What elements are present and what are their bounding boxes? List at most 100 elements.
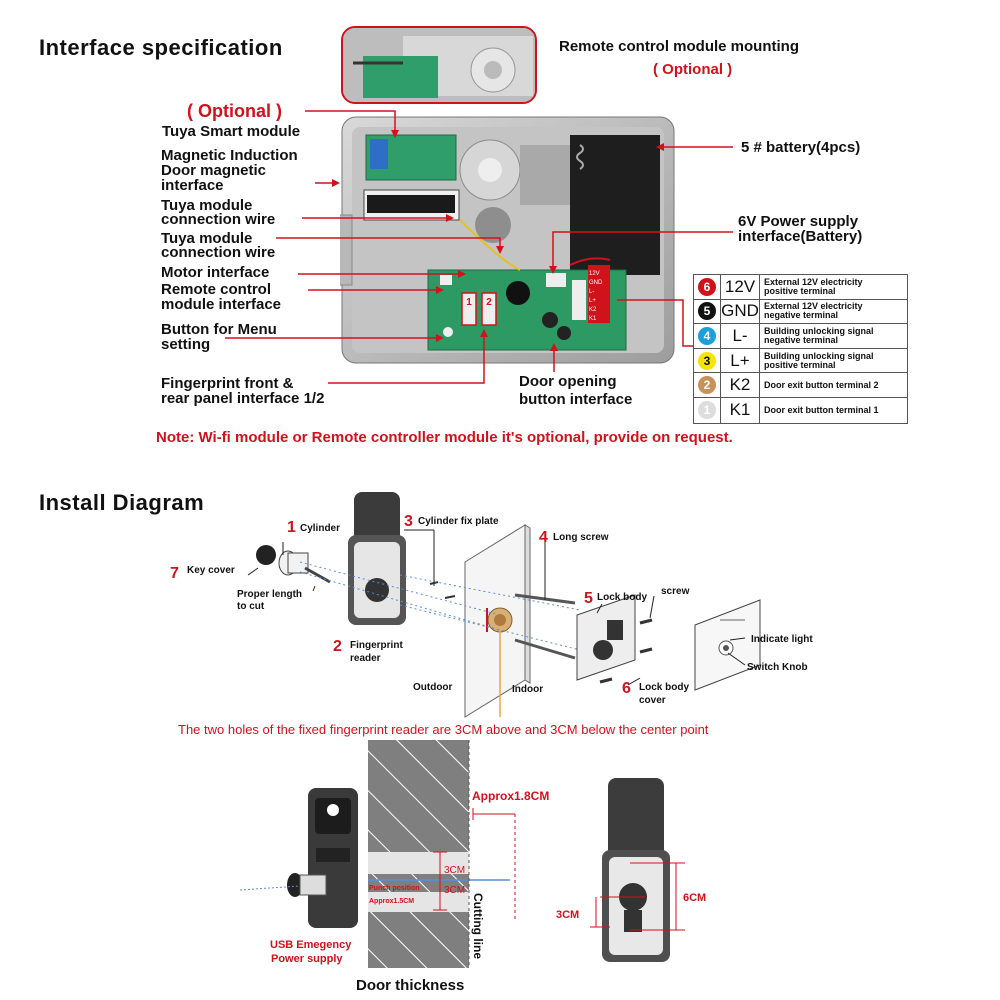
part-2-label-1: Fingerprint [350, 640, 403, 651]
label-magnetic-3: interface [161, 177, 224, 194]
board-term-lplus: L+ [589, 298, 596, 304]
part-3-label: Cylinder fix plate [418, 516, 499, 527]
switch-knob-label: Switch Knob [747, 662, 808, 673]
label-tuya-smart: Tuya Smart module [162, 123, 301, 140]
part-6-label-1: Lock body [639, 682, 690, 693]
dim-right-3cm: 3CM [556, 909, 580, 921]
interface-title: Interface specification [39, 35, 283, 60]
board-term-k2: K2 [589, 307, 597, 313]
label-tuya-wire1-1: Tuya module [161, 197, 253, 214]
label-door-open-2: button interface [519, 391, 633, 408]
board-term-gnd: GND [589, 280, 603, 286]
terminal-desc: Door exit button terminal 1 [764, 404, 879, 415]
label-magnetic-1: Magnetic Induction [161, 147, 298, 164]
terminal-row: 2 K2 Door exit button terminal 2 [694, 373, 907, 398]
part-2-label-2: reader [350, 653, 381, 664]
part-6-label-2: cover [639, 695, 666, 706]
terminal-code: GND [720, 299, 760, 324]
label-power-2: interface(Battery) [738, 228, 863, 245]
part-1-label: Cylinder [300, 523, 341, 534]
terminal-code: K1 [720, 397, 760, 423]
board-port-1: 1 [466, 297, 472, 308]
part-4-label: Long screw [553, 532, 609, 543]
dim-approx15: Approx1.5CM [369, 898, 415, 905]
indicate-light-label: Indicate light [751, 634, 813, 645]
install-exploded-view [247, 492, 761, 718]
terminal-row: 1 K1 Door exit button terminal 1 [694, 397, 907, 423]
label-door-open-1: Door opening [519, 373, 617, 390]
proper-length-label-2: to cut [237, 601, 265, 612]
label-power-1: 6V Power supply [738, 213, 859, 230]
install-title: Install Diagram [39, 490, 205, 515]
lock-body-shape [576, 594, 636, 681]
part-4-number: 4 [539, 529, 548, 546]
label-magnetic-2: Door magnetic [161, 162, 267, 179]
part-5-number: 5 [584, 590, 593, 607]
label-remote-1: Remote control [161, 281, 272, 298]
board-term-lminus: L- [589, 289, 594, 295]
terminal-code: L+ [720, 348, 760, 373]
remote-mount-drawing [343, 28, 535, 102]
dim-right-6cm: 6CM [683, 892, 707, 904]
holes-note: The two holes of the fixed fingerprint r… [178, 722, 709, 737]
part-3-number: 3 [404, 513, 413, 530]
dim-approx18: Approx1.8CM [472, 789, 550, 803]
remote-mount-photo [341, 26, 537, 104]
dim-3cm-upper: 3CM [444, 865, 466, 876]
tuya-optional-label: ( Optional ) [187, 101, 282, 121]
dim-punch-position: Punch position [369, 885, 420, 892]
cutting-line-label: Cutting line [471, 893, 485, 959]
usb-label-2: Power supply [271, 953, 343, 965]
label-finger-1: Fingerprint front & [161, 375, 294, 392]
terminal-number-badge: 4 [698, 326, 716, 345]
lock-board-photo: 1 2 12V GND L- L+ K2 K1 [305, 115, 676, 365]
outdoor-label: Outdoor [413, 682, 453, 693]
terminal-number-badge: 3 [698, 351, 716, 370]
part-5-label: Lock body [597, 592, 648, 603]
label-finger-2: rear panel interface 1/2 [161, 390, 325, 407]
terminal-number-badge: 5 [698, 302, 716, 321]
terminal-desc: Door exit button terminal 2 [764, 379, 879, 390]
key-cover-shape [256, 545, 276, 565]
part-2-number: 2 [333, 638, 342, 655]
board-port-2: 2 [486, 297, 492, 308]
usb-label-1: USB Emegency [270, 939, 352, 951]
lock-board-drawing: 1 2 12V GND L- L+ K2 K1 [305, 116, 675, 364]
dimension-drawings [239, 740, 685, 968]
terminal-code: K2 [720, 373, 760, 397]
interface-leader-lines [225, 110, 733, 384]
interface-note: Note: Wi-fi module or Remote controller … [156, 429, 733, 446]
remote-mount-title: Remote control module mounting [559, 38, 799, 55]
part-6-number: 6 [622, 680, 631, 697]
label-battery: 5 # battery(4pcs) [741, 139, 861, 156]
door-thickness-label: Door thickness [356, 977, 465, 994]
board-term-k1: K1 [589, 316, 597, 322]
label-tuya-wire1-2: connection wire [161, 211, 276, 228]
label-tuya-wire2-1: Tuya module [161, 230, 253, 247]
proper-length-label-1: Proper length [237, 589, 303, 600]
remote-mount-optional: ( Optional ) [653, 61, 733, 78]
terminal-code: L- [720, 324, 760, 348]
terminal-number-badge: 1 [698, 401, 716, 420]
label-motor: Motor interface [161, 264, 270, 281]
part-1-number: 1 [287, 519, 296, 536]
terminal-code: 12V [720, 275, 760, 299]
part-7-label: Key cover [187, 565, 235, 576]
label-button-1: Button for Menu [161, 321, 277, 338]
label-tuya-wire2-2: connection wire [161, 244, 276, 261]
indoor-label: Indoor [512, 684, 544, 695]
label-remote-2: module interface [161, 296, 282, 313]
dim-3cm-lower: 3CM [444, 885, 466, 896]
label-button-2: setting [161, 336, 211, 353]
board-term-12v: 12V [589, 271, 600, 277]
terminal-number-badge: 6 [698, 277, 716, 296]
